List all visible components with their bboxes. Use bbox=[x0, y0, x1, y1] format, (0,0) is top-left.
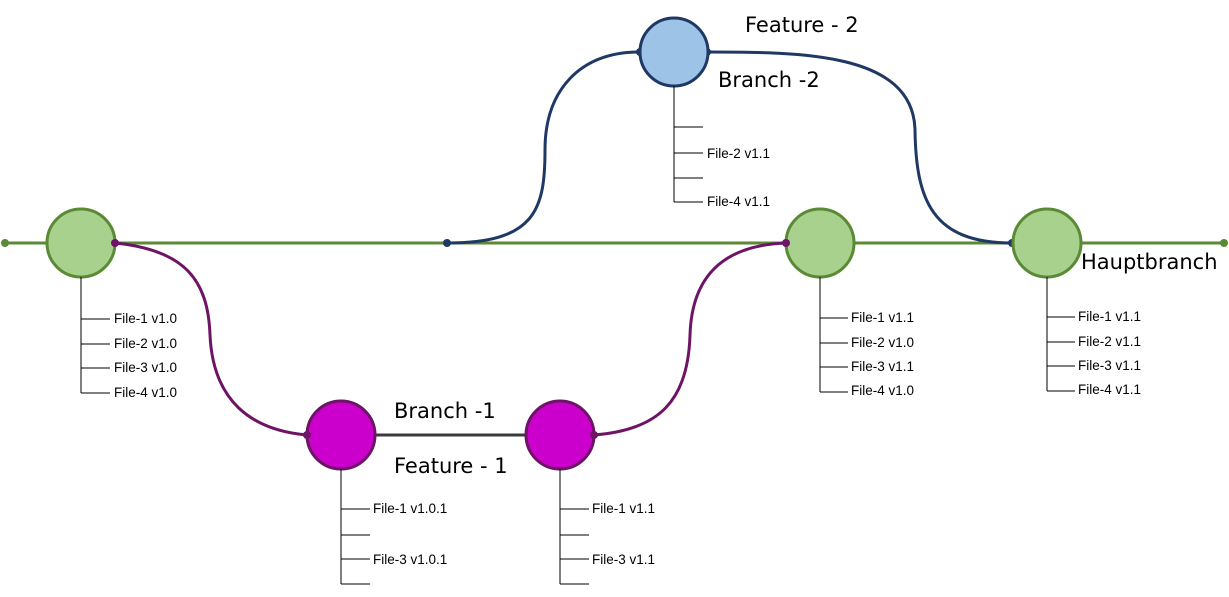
feature-1-label: Feature - 1 bbox=[394, 454, 508, 478]
branch-1-line-fork bbox=[114, 241, 308, 437]
file-label: File-3 v1.0.1 bbox=[373, 552, 447, 567]
feature-2-label: Feature - 2 bbox=[745, 13, 859, 37]
file-label: File-1 v1.1 bbox=[1078, 309, 1141, 324]
commit-node-main-1[interactable] bbox=[45, 207, 117, 279]
file-list-feature2-1: File-2 v1.1 File-4 v1.1 bbox=[673, 86, 770, 209]
file-label: File-1 v1.1 bbox=[851, 310, 914, 325]
file-label: File-1 v1.0.1 bbox=[373, 501, 447, 516]
branch-2-label: Branch -2 bbox=[718, 68, 820, 92]
file-label: File-1 v1.0 bbox=[114, 311, 177, 326]
file-label: File-4 v1.0 bbox=[851, 383, 914, 398]
hauptbranch-label: Hauptbranch bbox=[1081, 250, 1218, 274]
commit-node-feature1-2[interactable] bbox=[524, 399, 596, 471]
file-label: File-3 v1.1 bbox=[592, 552, 655, 567]
branch-1-label: Branch -1 bbox=[394, 399, 496, 423]
file-label: File-3 v1.1 bbox=[851, 359, 914, 374]
file-label: File-4 v1.1 bbox=[707, 194, 770, 209]
branch-1-merge-dot bbox=[782, 239, 790, 247]
commit-node-feature1-1[interactable] bbox=[305, 399, 377, 471]
main-line-start-dot bbox=[1, 239, 9, 247]
file-list-feature1-2: File-1 v1.1 File-3 v1.1 bbox=[559, 469, 655, 585]
branch-1-in-dot bbox=[303, 431, 311, 439]
branch-2-fork-dot bbox=[443, 239, 451, 247]
commit-node-main-merge-1[interactable] bbox=[784, 207, 856, 279]
file-label: File-2 v1.0 bbox=[114, 336, 177, 351]
file-label: File-2 v1.1 bbox=[707, 146, 770, 161]
file-label: File-4 v1.0 bbox=[114, 385, 177, 400]
file-list-main-merge-2: File-1 v1.1 File-2 v1.1 File-3 v1.1 File… bbox=[1046, 277, 1141, 397]
commit-node-feature2-1[interactable] bbox=[638, 16, 710, 88]
commit-node-main-merge-2[interactable] bbox=[1011, 207, 1083, 279]
main-line-end-dot bbox=[1220, 239, 1228, 247]
file-list-main-1: File-1 v1.0 File-2 v1.0 File-3 v1.0 File… bbox=[80, 277, 177, 400]
file-label: File-2 v1.1 bbox=[1078, 334, 1141, 349]
file-label: File-4 v1.1 bbox=[1078, 382, 1141, 397]
branch-1-out-dot bbox=[590, 431, 598, 439]
branch-1-fork-dot bbox=[111, 239, 119, 247]
file-list-feature1-1: File-1 v1.0.1 File-3 v1.0.1 bbox=[340, 469, 447, 585]
branch-1-line-merge bbox=[593, 241, 787, 437]
file-label: File-2 v1.0 bbox=[851, 335, 914, 350]
file-label: File-3 v1.0 bbox=[114, 360, 177, 375]
file-label: File-3 v1.1 bbox=[1078, 358, 1141, 373]
file-label: File-1 v1.1 bbox=[592, 501, 655, 516]
file-list-main-merge-1: File-1 v1.1 File-2 v1.0 File-3 v1.1 File… bbox=[819, 277, 914, 398]
